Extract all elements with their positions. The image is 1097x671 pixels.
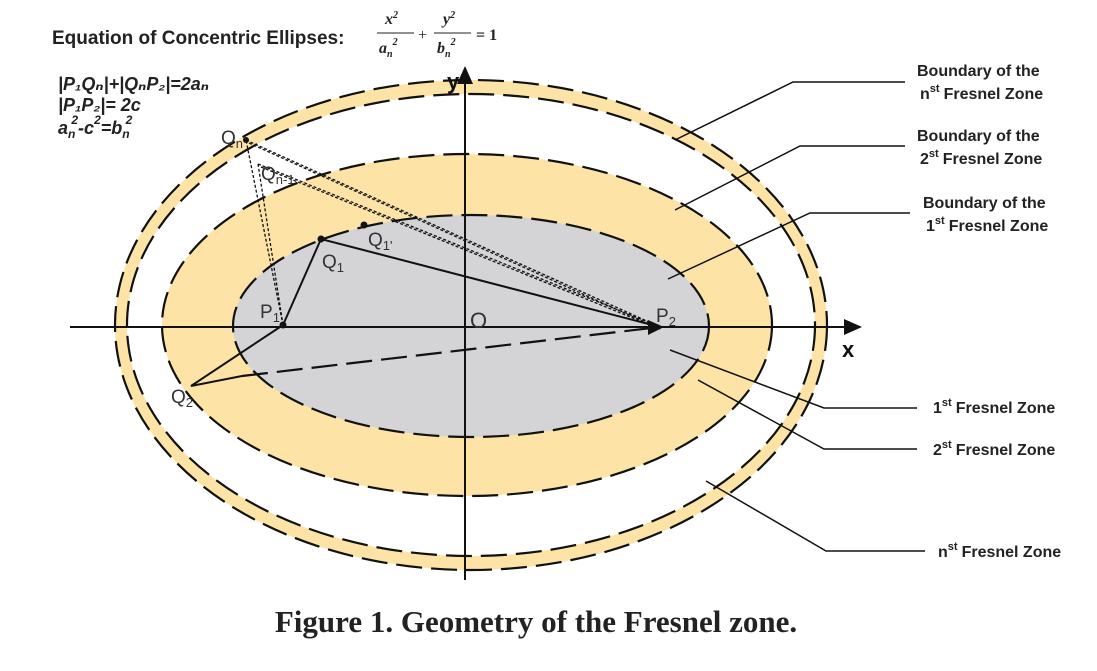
equation-formula: x2 an2 + y2 bn2 = 1 [377, 10, 497, 60]
relation-focal-distance: |P₁P₂|= 2c [58, 95, 141, 115]
eq-b-denominator: bn2 [437, 37, 456, 60]
equation-label: Equation of Concentric Ellipses: [52, 28, 344, 49]
label-p1: P1 [260, 302, 280, 325]
point-q1 [317, 235, 325, 243]
second-zone-boundary [160, 152, 774, 498]
path-p1-qn-dotted [245, 139, 284, 326]
label-p2: P2 [656, 306, 676, 329]
leader-zone-1st [669, 349, 917, 409]
path-qn1-p2-dotted-2 [260, 166, 661, 330]
nth-zone-boundary-outer [113, 78, 829, 572]
label-q2: Q2 [171, 387, 193, 410]
origin-label: O [470, 308, 487, 333]
p2-arrow-head [648, 320, 664, 335]
label-q1: Q1 [322, 252, 344, 275]
leader-boundary-nth [674, 81, 905, 141]
point-qn [243, 137, 249, 143]
annotation-boundary-nth-line1: Boundary of the [917, 63, 1040, 80]
leader-boundary-2nd [674, 145, 905, 211]
path-p1-qn1-dotted [257, 163, 284, 326]
path-q2-p2-dashed [241, 325, 661, 378]
y-axis-label: y [447, 69, 460, 94]
relation-path-sum: |P₁Qₙ|+|QₙP₂|=2aₙ [58, 74, 209, 94]
leader-zone-nth [705, 480, 925, 552]
leader-zone-2nd [697, 379, 917, 450]
eq-equals-one: = 1 [476, 27, 497, 44]
annotation-boundary-2nd-line1: Boundary of the [917, 128, 1040, 145]
eq-y-numerator: y2 [441, 10, 455, 28]
eq-a-denominator: an2 [379, 37, 398, 60]
annotation-boundary-1st-line1: Boundary of the [923, 195, 1046, 212]
x-axis-label: x [842, 337, 855, 362]
point-q1-prime [360, 221, 368, 229]
leader-boundary-1st [667, 212, 910, 280]
figure-caption: Figure 1. Geometry of the Fresnel zone. [275, 604, 797, 639]
label-q1-prime: Q1' [368, 230, 393, 253]
eq-plus: + [418, 27, 427, 44]
path-p1-q2-p2 [190, 324, 284, 387]
label-qn: Qn [221, 128, 243, 151]
point-p1 [279, 321, 287, 329]
relation-axes: an2-c2=bn2 [58, 113, 133, 141]
path-qn1-p2-dotted [257, 163, 661, 328]
path-qn-p2-dotted [245, 139, 661, 328]
path-qn-p2-dotted-2 [248, 142, 661, 330]
eq-x-numerator: x2 [384, 10, 398, 28]
nth-zone-boundary-inner [125, 92, 817, 558]
label-qn-minus-1: Qn-1 [261, 164, 295, 187]
